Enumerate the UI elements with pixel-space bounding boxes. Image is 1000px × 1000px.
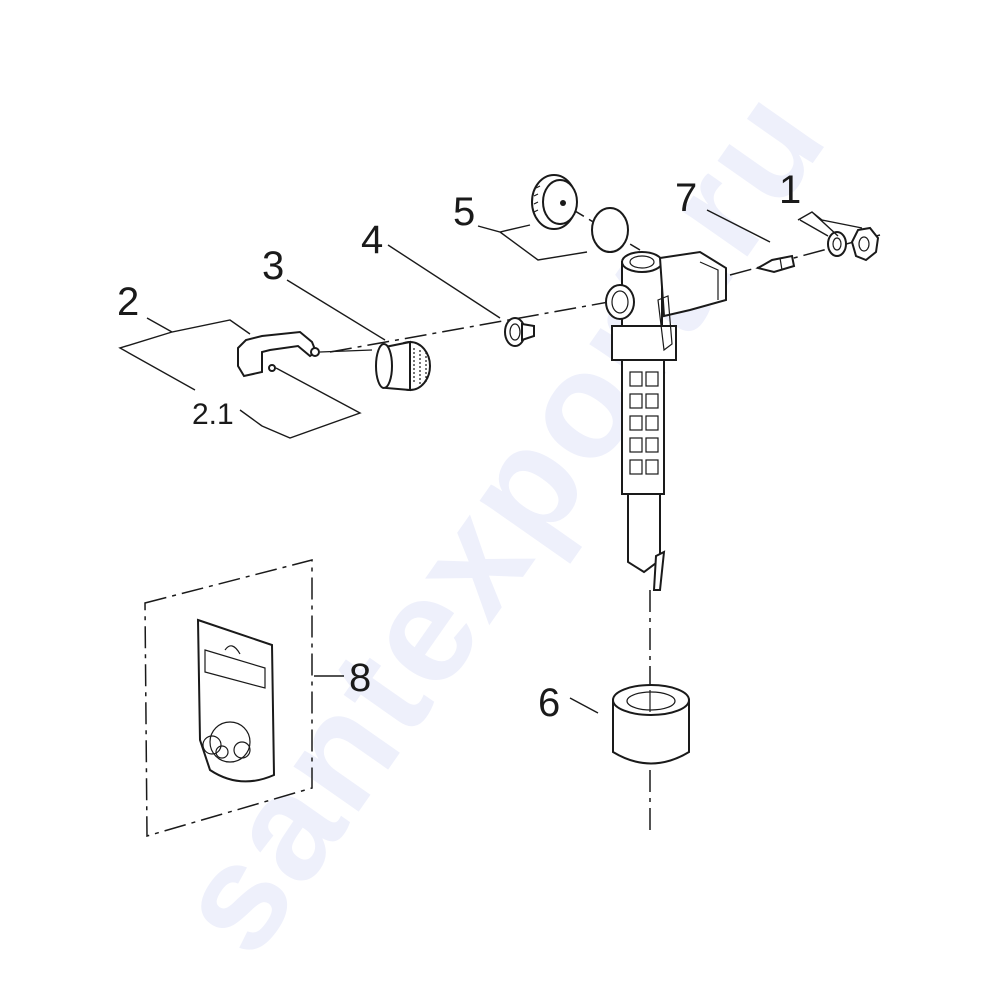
main-valve-body xyxy=(605,250,727,591)
part-3-ribbed-cap xyxy=(375,340,431,392)
callout-4: 4 xyxy=(361,218,384,262)
callout-3: 3 xyxy=(262,244,285,288)
callout-2-1: 2.1 xyxy=(192,398,234,431)
callout-2: 2 xyxy=(117,280,140,324)
part-2-bracket xyxy=(237,330,373,378)
callout-1: 1 xyxy=(779,168,802,212)
part-7-nozzle xyxy=(755,254,796,274)
callout-5: 5 xyxy=(453,190,476,234)
callout-8: 8 xyxy=(349,656,372,700)
leader-lines xyxy=(118,209,863,714)
assembly-axes xyxy=(329,204,881,830)
callout-7: 7 xyxy=(675,176,698,220)
part-4-valve-seat xyxy=(504,317,535,347)
part-8-kit-bag xyxy=(144,559,313,837)
callout-6: 6 xyxy=(538,681,561,725)
part-6-float xyxy=(612,684,690,765)
filter-mesh xyxy=(629,371,659,475)
part-5-cover-cap xyxy=(531,174,629,253)
part-1-nut-washer xyxy=(827,226,880,262)
